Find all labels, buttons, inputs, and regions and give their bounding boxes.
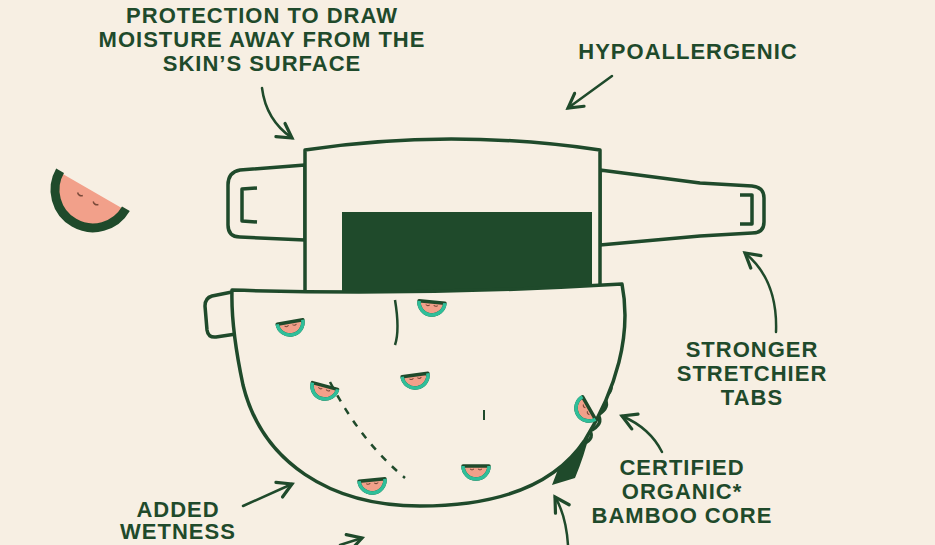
callout-label: ADDED WETNESS bbox=[106, 499, 251, 543]
callout-label: PROTECTION TO DRAW MOISTURE AWAY FROM TH… bbox=[97, 4, 427, 77]
callout-label: CERTIFIED ORGANIC* BAMBOO CORE bbox=[582, 456, 782, 529]
callout-label: HYPOALLERGENIC bbox=[538, 40, 838, 64]
diaper bbox=[205, 139, 764, 506]
callout-label: STRONGER STRETCHIER TABS bbox=[660, 338, 845, 411]
watermelon-icon bbox=[41, 171, 126, 242]
